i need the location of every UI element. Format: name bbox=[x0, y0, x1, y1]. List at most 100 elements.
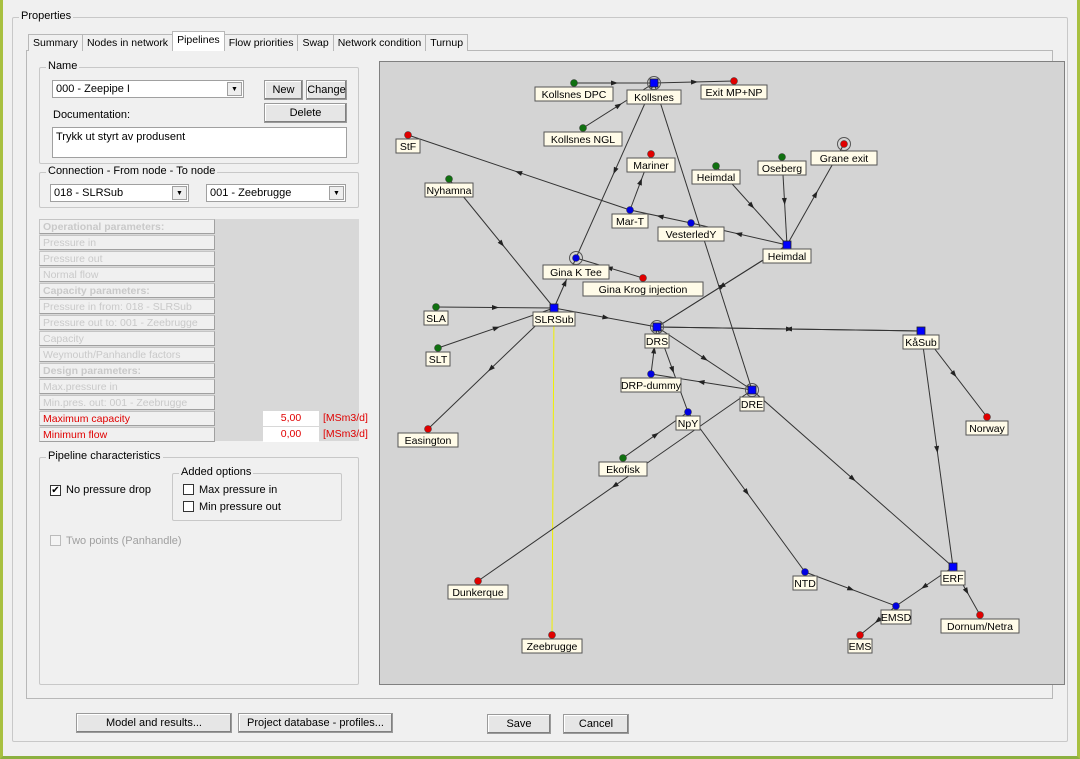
documentation-field[interactable]: Trykk ut styrt av produsent bbox=[52, 127, 347, 158]
tab-swap[interactable]: Swap bbox=[297, 34, 334, 51]
delete-button[interactable]: Delete bbox=[264, 103, 347, 123]
network-node[interactable]: Norway bbox=[965, 413, 1009, 436]
network-node[interactable]: DRE bbox=[739, 383, 765, 412]
network-node[interactable]: Ekofisk bbox=[598, 454, 648, 477]
param-label: Minimum flow bbox=[39, 427, 215, 442]
flow-arrow-icon bbox=[747, 201, 755, 209]
network-node[interactable]: Kollsnes bbox=[626, 76, 682, 105]
pipeline-edge[interactable] bbox=[687, 411, 806, 573]
param-unit: [MSm3/d] bbox=[323, 428, 368, 440]
hub-node-icon bbox=[649, 78, 659, 88]
network-node[interactable]: Dornum/Netra bbox=[940, 611, 1020, 634]
tab-pipelines[interactable]: Pipelines bbox=[172, 31, 225, 51]
pipeline-edge[interactable] bbox=[575, 82, 655, 259]
no-pressure-drop-checkbox[interactable]: ✔ bbox=[50, 485, 61, 496]
pipeline-edge[interactable] bbox=[477, 389, 753, 582]
network-node[interactable]: Gina K Tee bbox=[542, 251, 610, 280]
network-node[interactable]: SLT bbox=[425, 344, 451, 367]
chevron-down-icon[interactable]: ▼ bbox=[329, 186, 344, 200]
network-node[interactable]: KåSub bbox=[902, 326, 940, 350]
network-diagram[interactable]: Kollsnes DPC Kollsnes Exit MP+NP Kollsnes N… bbox=[379, 61, 1065, 685]
two-points-checkbox[interactable] bbox=[50, 535, 61, 546]
pipeline-edge[interactable] bbox=[656, 326, 922, 332]
network-node[interactable]: Gina Krog injection bbox=[582, 274, 704, 297]
pipeline-select[interactable]: 000 - Zeepipe I ▼ bbox=[52, 80, 244, 98]
chevron-down-icon[interactable]: ▼ bbox=[227, 82, 242, 96]
pipeline-edge[interactable] bbox=[448, 178, 555, 309]
source-node-icon bbox=[712, 162, 720, 170]
flow-arrow-icon bbox=[950, 370, 957, 378]
network-node[interactable]: DRS bbox=[644, 320, 670, 349]
network-node[interactable]: StF bbox=[395, 131, 421, 154]
to-node-select[interactable]: 001 - Zeebrugge ▼ bbox=[206, 184, 346, 202]
min-pressure-out-checkbox[interactable] bbox=[183, 501, 194, 512]
param-value-input[interactable]: 5,00 bbox=[263, 411, 319, 426]
network-node[interactable]: Heimdal bbox=[762, 240, 812, 264]
node-label: Heimdal bbox=[697, 172, 736, 184]
pipeline-edge[interactable] bbox=[629, 209, 692, 224]
pipeline-edge[interactable] bbox=[653, 79, 735, 85]
network-node[interactable]: Zeebrugge bbox=[521, 631, 583, 654]
hub-node-icon bbox=[916, 326, 926, 336]
from-node-value: 018 - SLRSub bbox=[54, 187, 124, 199]
node-label: Grane exit bbox=[820, 153, 869, 165]
pipeline-edge[interactable] bbox=[553, 307, 658, 328]
save-button[interactable]: Save bbox=[487, 714, 551, 734]
source-node-icon bbox=[434, 344, 442, 352]
network-node[interactable]: NpY bbox=[675, 408, 701, 431]
network-node[interactable]: NTD bbox=[792, 568, 818, 591]
change-button[interactable]: Change bbox=[306, 80, 347, 100]
param-label: Normal flow bbox=[39, 267, 215, 282]
pipeline-edge[interactable] bbox=[656, 326, 753, 391]
network-canvas[interactable]: Kollsnes DPC Kollsnes Exit MP+NP Kollsnes N… bbox=[380, 62, 1066, 686]
network-node[interactable]: ERF bbox=[940, 562, 966, 586]
network-node[interactable]: DRP-dummy bbox=[620, 370, 682, 393]
network-node[interactable]: EMSD bbox=[880, 602, 912, 625]
pipeline-edge[interactable] bbox=[804, 571, 897, 607]
pipeline-edge[interactable] bbox=[427, 307, 555, 430]
pipeline-edge[interactable] bbox=[751, 389, 954, 568]
pipeline-edge[interactable] bbox=[920, 330, 954, 568]
tab-flow-priorities[interactable]: Flow priorities bbox=[223, 34, 299, 51]
tab-summary[interactable]: Summary bbox=[28, 34, 83, 51]
network-node[interactable]: Oseberg bbox=[757, 153, 807, 176]
network-node[interactable]: Mar-T bbox=[611, 206, 649, 229]
network-node[interactable]: VesterledY bbox=[657, 219, 725, 242]
network-node[interactable]: Dunkerque bbox=[447, 577, 509, 600]
tab-network-condition[interactable]: Network condition bbox=[332, 34, 427, 51]
param-value-input[interactable]: 0,00 bbox=[263, 427, 319, 442]
source-node-icon bbox=[432, 303, 440, 311]
tab-nodes-in-network[interactable]: Nodes in network bbox=[81, 34, 174, 51]
node-label: Dunkerque bbox=[452, 587, 504, 599]
node-label: Gina Krog injection bbox=[599, 284, 688, 296]
pipeline-edge[interactable] bbox=[650, 373, 753, 391]
network-node[interactable]: Grane exit bbox=[810, 137, 878, 166]
hub-node-icon bbox=[782, 240, 792, 250]
network-node[interactable]: Heimdal bbox=[691, 162, 741, 185]
network-node[interactable]: Kollsnes DPC bbox=[534, 79, 614, 102]
cancel-button[interactable]: Cancel bbox=[563, 714, 629, 734]
network-node[interactable]: SLRSub bbox=[532, 303, 576, 327]
from-node-select[interactable]: 018 - SLRSub ▼ bbox=[50, 184, 189, 202]
network-node[interactable]: Nyhamna bbox=[424, 175, 474, 198]
network-node[interactable]: Kollsnes NGL bbox=[543, 124, 623, 147]
chevron-down-icon[interactable]: ▼ bbox=[172, 186, 187, 200]
network-node[interactable]: EMS bbox=[847, 631, 873, 654]
max-pressure-in-checkbox[interactable] bbox=[183, 484, 194, 495]
pipeline-edge[interactable] bbox=[407, 134, 631, 211]
pipeline-edge[interactable] bbox=[435, 304, 555, 310]
network-node[interactable]: Exit MP+NP bbox=[700, 77, 768, 100]
pipeline-edge[interactable] bbox=[574, 80, 654, 86]
new-button[interactable]: New bbox=[264, 80, 303, 100]
network-node[interactable]: Easington bbox=[397, 425, 459, 448]
documentation-label: Documentation: bbox=[53, 109, 131, 121]
selected-pipeline[interactable] bbox=[551, 307, 555, 636]
node-label: Oseberg bbox=[762, 163, 802, 175]
network-node[interactable]: SLA bbox=[423, 303, 449, 326]
param-label: Pressure out bbox=[39, 251, 215, 266]
network-node[interactable]: Mariner bbox=[626, 150, 676, 173]
tab-turnup[interactable]: Turnup bbox=[425, 34, 469, 51]
model-and-results-button[interactable]: Model and results... bbox=[76, 713, 232, 733]
project-database-button[interactable]: Project database - profiles... bbox=[238, 713, 393, 733]
